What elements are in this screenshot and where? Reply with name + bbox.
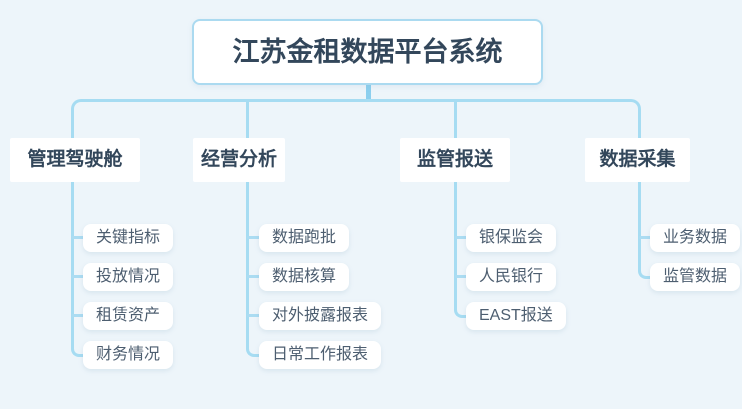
node-root-title[interactable]: 江苏金租数据平台系统 [192, 19, 543, 85]
connector-drop-branch-3 [454, 101, 457, 138]
node-child-lending-status[interactable]: 投放情况 [83, 263, 174, 291]
connector-branch-1-stub-2 [72, 275, 83, 278]
connector-branch-1-stub-3 [72, 314, 83, 317]
connector-root-stub [366, 85, 371, 101]
node-child-east-reporting[interactable]: EAST报送 [466, 302, 566, 330]
node-branch-business-analysis[interactable]: 经营分析 [193, 138, 285, 182]
connector-branch-2-stub-1 [247, 236, 259, 239]
node-child-leasing-assets[interactable]: 租赁资产 [83, 302, 174, 330]
connector-branch-3-spine [454, 120, 466, 318]
node-child-data-batch-run[interactable]: 数据跑批 [259, 224, 350, 252]
node-child-daily-work-reports[interactable]: 日常工作报表 [259, 341, 382, 369]
connector-branch-4-spine [638, 120, 650, 279]
node-child-cbirc[interactable]: 银保监会 [466, 224, 557, 252]
connector-branch-1-stub-1 [72, 236, 83, 239]
node-child-financial-status[interactable]: 财务情况 [83, 341, 174, 369]
node-child-data-accounting[interactable]: 数据核算 [259, 263, 350, 291]
node-branch-regulatory-reporting[interactable]: 监管报送 [400, 138, 510, 182]
node-branch-management-cockpit[interactable]: 管理驾驶舱 [10, 138, 140, 182]
node-child-disclosure-reports[interactable]: 对外披露报表 [259, 302, 382, 330]
node-child-business-data[interactable]: 业务数据 [650, 224, 741, 252]
node-child-regulatory-data[interactable]: 监管数据 [650, 263, 741, 291]
node-child-pboc[interactable]: 人民银行 [466, 263, 557, 291]
connector-branch-2-stub-3 [247, 314, 259, 317]
connector-branch-3-stub-1 [455, 236, 466, 239]
connector-top-bar [71, 99, 641, 138]
node-branch-data-collection[interactable]: 数据采集 [585, 138, 690, 182]
connector-branch-2-stub-2 [247, 275, 259, 278]
node-child-key-indicators[interactable]: 关键指标 [83, 224, 174, 252]
connector-branch-4-stub-1 [639, 236, 650, 239]
connector-branch-3-stub-2 [455, 275, 466, 278]
connector-drop-branch-2 [246, 101, 249, 138]
